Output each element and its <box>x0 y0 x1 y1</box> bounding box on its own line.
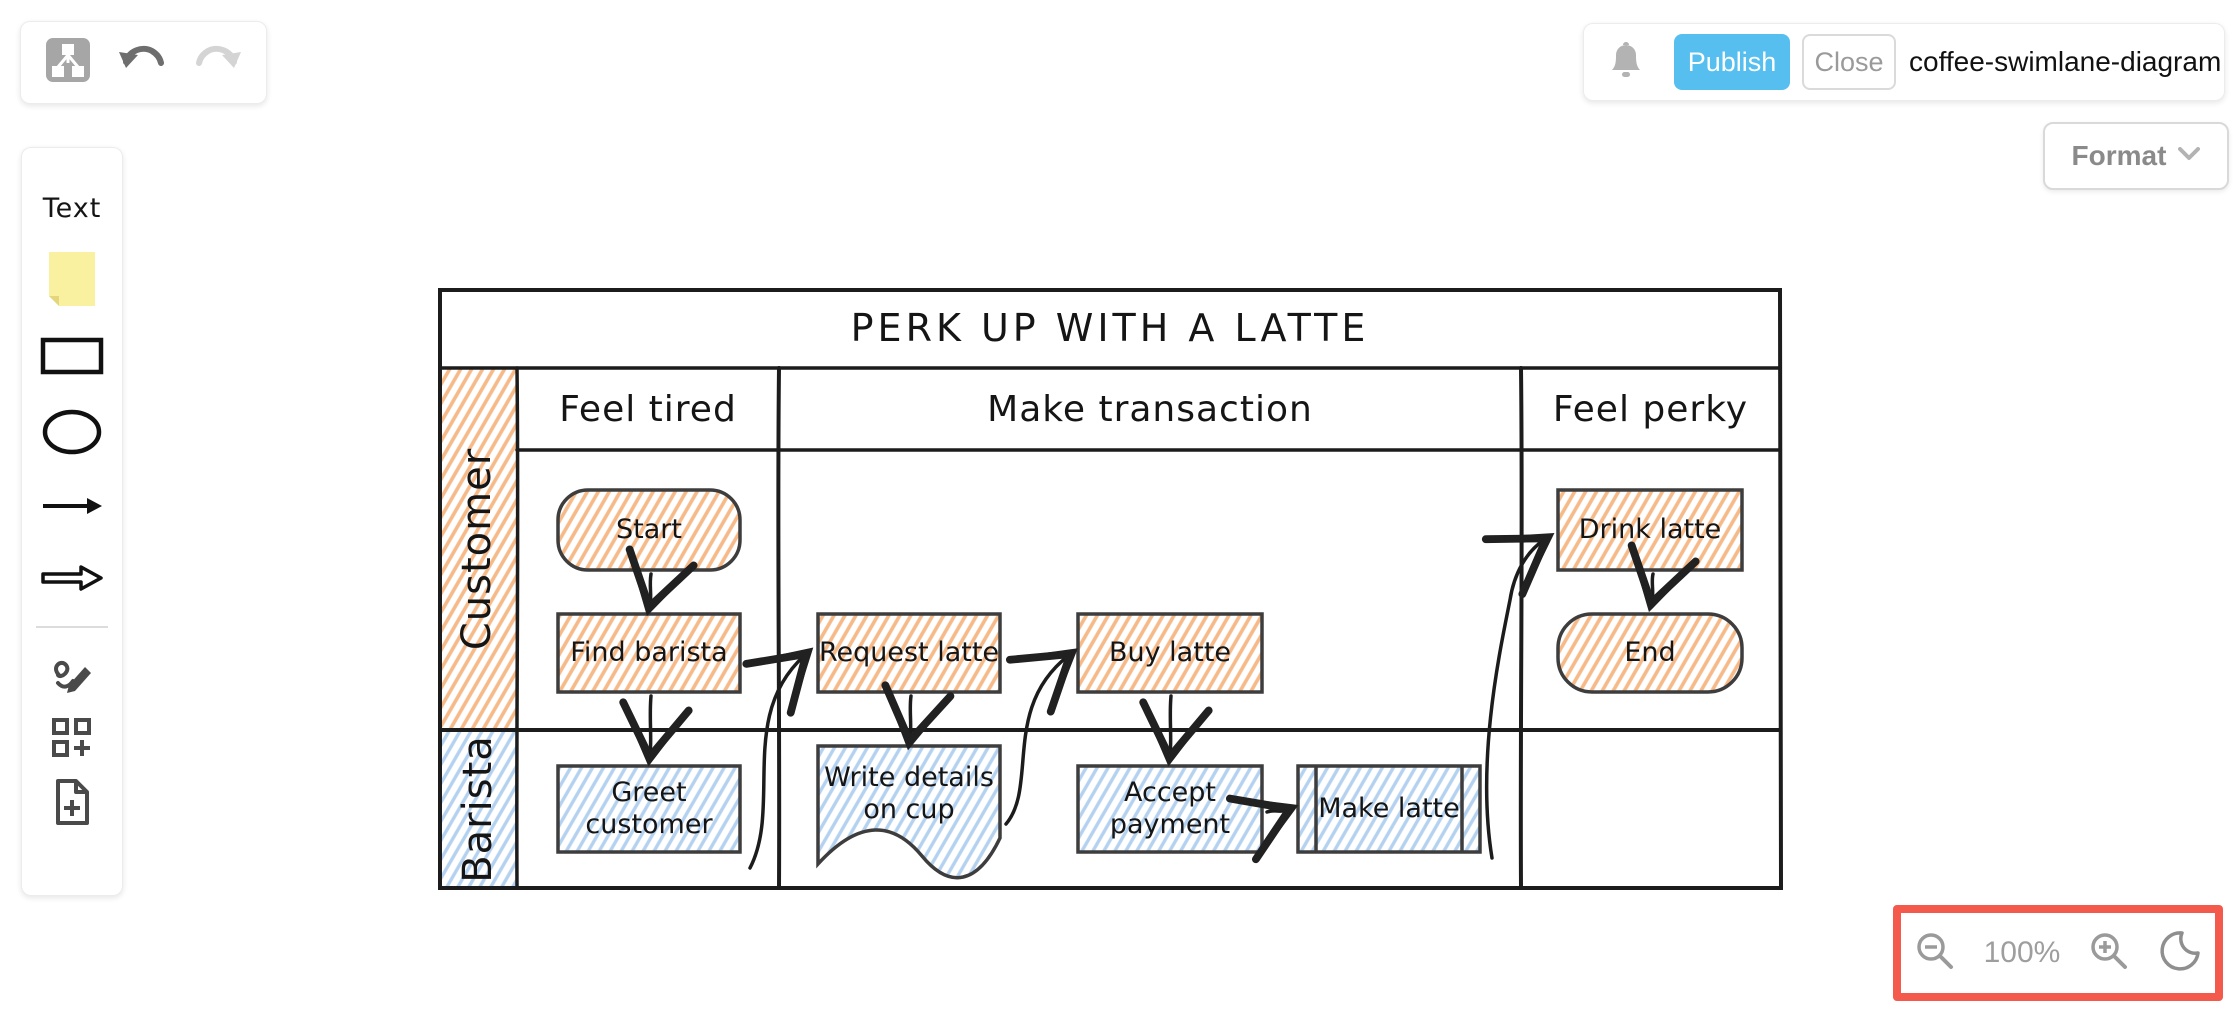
ellipse-tool[interactable] <box>29 394 115 470</box>
zoom-out-icon[interactable] <box>1914 930 1956 977</box>
rectangle-icon <box>40 337 104 375</box>
shape-palette: Text <box>21 147 123 896</box>
close-button[interactable]: Close <box>1802 34 1896 90</box>
new-file-tool[interactable] <box>29 770 115 834</box>
arrow-accept-to-make[interactable] <box>1225 794 1299 864</box>
dark-mode-moon-icon[interactable] <box>2158 929 2202 978</box>
document-title[interactable]: coffee-swimlane-diagram <box>1909 46 2222 77</box>
main-toolbar <box>20 21 267 104</box>
shape-library-tool[interactable] <box>29 706 115 770</box>
thin-arrow-icon <box>43 498 102 514</box>
node-make-latte[interactable] <box>1296 764 1482 854</box>
sticky-note-tool[interactable] <box>29 240 115 318</box>
node-buy-latte[interactable] <box>1076 612 1264 694</box>
arrow-start-to-find[interactable] <box>625 545 698 617</box>
node-end[interactable] <box>1556 612 1744 694</box>
bell-icon[interactable] <box>1606 38 1646 87</box>
arrow-greet-to-request[interactable] <box>742 647 814 870</box>
zoom-level: 100% <box>1983 936 2061 969</box>
sticky-note-icon <box>49 252 95 306</box>
arrow-make-to-drink[interactable] <box>1481 533 1555 860</box>
lane-band-customer[interactable] <box>440 368 517 730</box>
node-find-barista[interactable] <box>556 612 742 694</box>
chevron-down-icon <box>2178 146 2201 166</box>
node-request-latte[interactable] <box>816 612 1002 694</box>
lane-band-barista[interactable] <box>440 730 517 888</box>
arrow-drink-to-end[interactable] <box>1627 541 1700 613</box>
node-write-details[interactable] <box>816 744 1002 880</box>
shapes-plus-icon <box>52 718 91 757</box>
publish-button[interactable]: Publish <box>1674 34 1790 90</box>
undo-icon[interactable] <box>117 40 167 85</box>
format-label: Format <box>2071 140 2167 171</box>
ellipse-icon <box>42 409 102 455</box>
arrow-buy-to-accept[interactable] <box>1139 694 1213 767</box>
file-plus-icon <box>56 779 89 825</box>
node-start[interactable] <box>556 488 742 572</box>
text-tool-label: Text <box>42 192 102 224</box>
block-arrow-tool[interactable] <box>29 542 115 614</box>
arrow-write-to-buy[interactable] <box>1004 648 1078 826</box>
format-dropdown-button[interactable]: Format <box>2043 122 2229 190</box>
document-header-bar: Publish Close coffee-swimlane-diagram <box>1583 23 2225 101</box>
app-logo-icon[interactable] <box>45 37 91 88</box>
block-arrow-icon <box>41 565 103 591</box>
zoom-in-icon[interactable] <box>2088 930 2130 977</box>
redo-icon[interactable] <box>193 40 243 85</box>
zoom-controls-highlight: 100% <box>1893 905 2223 1001</box>
node-drink-latte[interactable] <box>1556 488 1744 572</box>
rectangle-tool[interactable] <box>29 318 115 394</box>
palette-divider <box>36 626 108 628</box>
thin-arrow-tool[interactable] <box>29 470 115 542</box>
arrow-request-to-write[interactable] <box>881 681 955 751</box>
pencil-scribble-icon <box>54 660 91 693</box>
arrow-find-to-greet[interactable] <box>619 694 693 767</box>
node-accept-payment[interactable] <box>1076 764 1264 854</box>
freehand-draw-tool[interactable] <box>29 642 115 706</box>
text-tool[interactable]: Text <box>29 176 115 240</box>
node-greet-customer[interactable] <box>556 764 742 854</box>
